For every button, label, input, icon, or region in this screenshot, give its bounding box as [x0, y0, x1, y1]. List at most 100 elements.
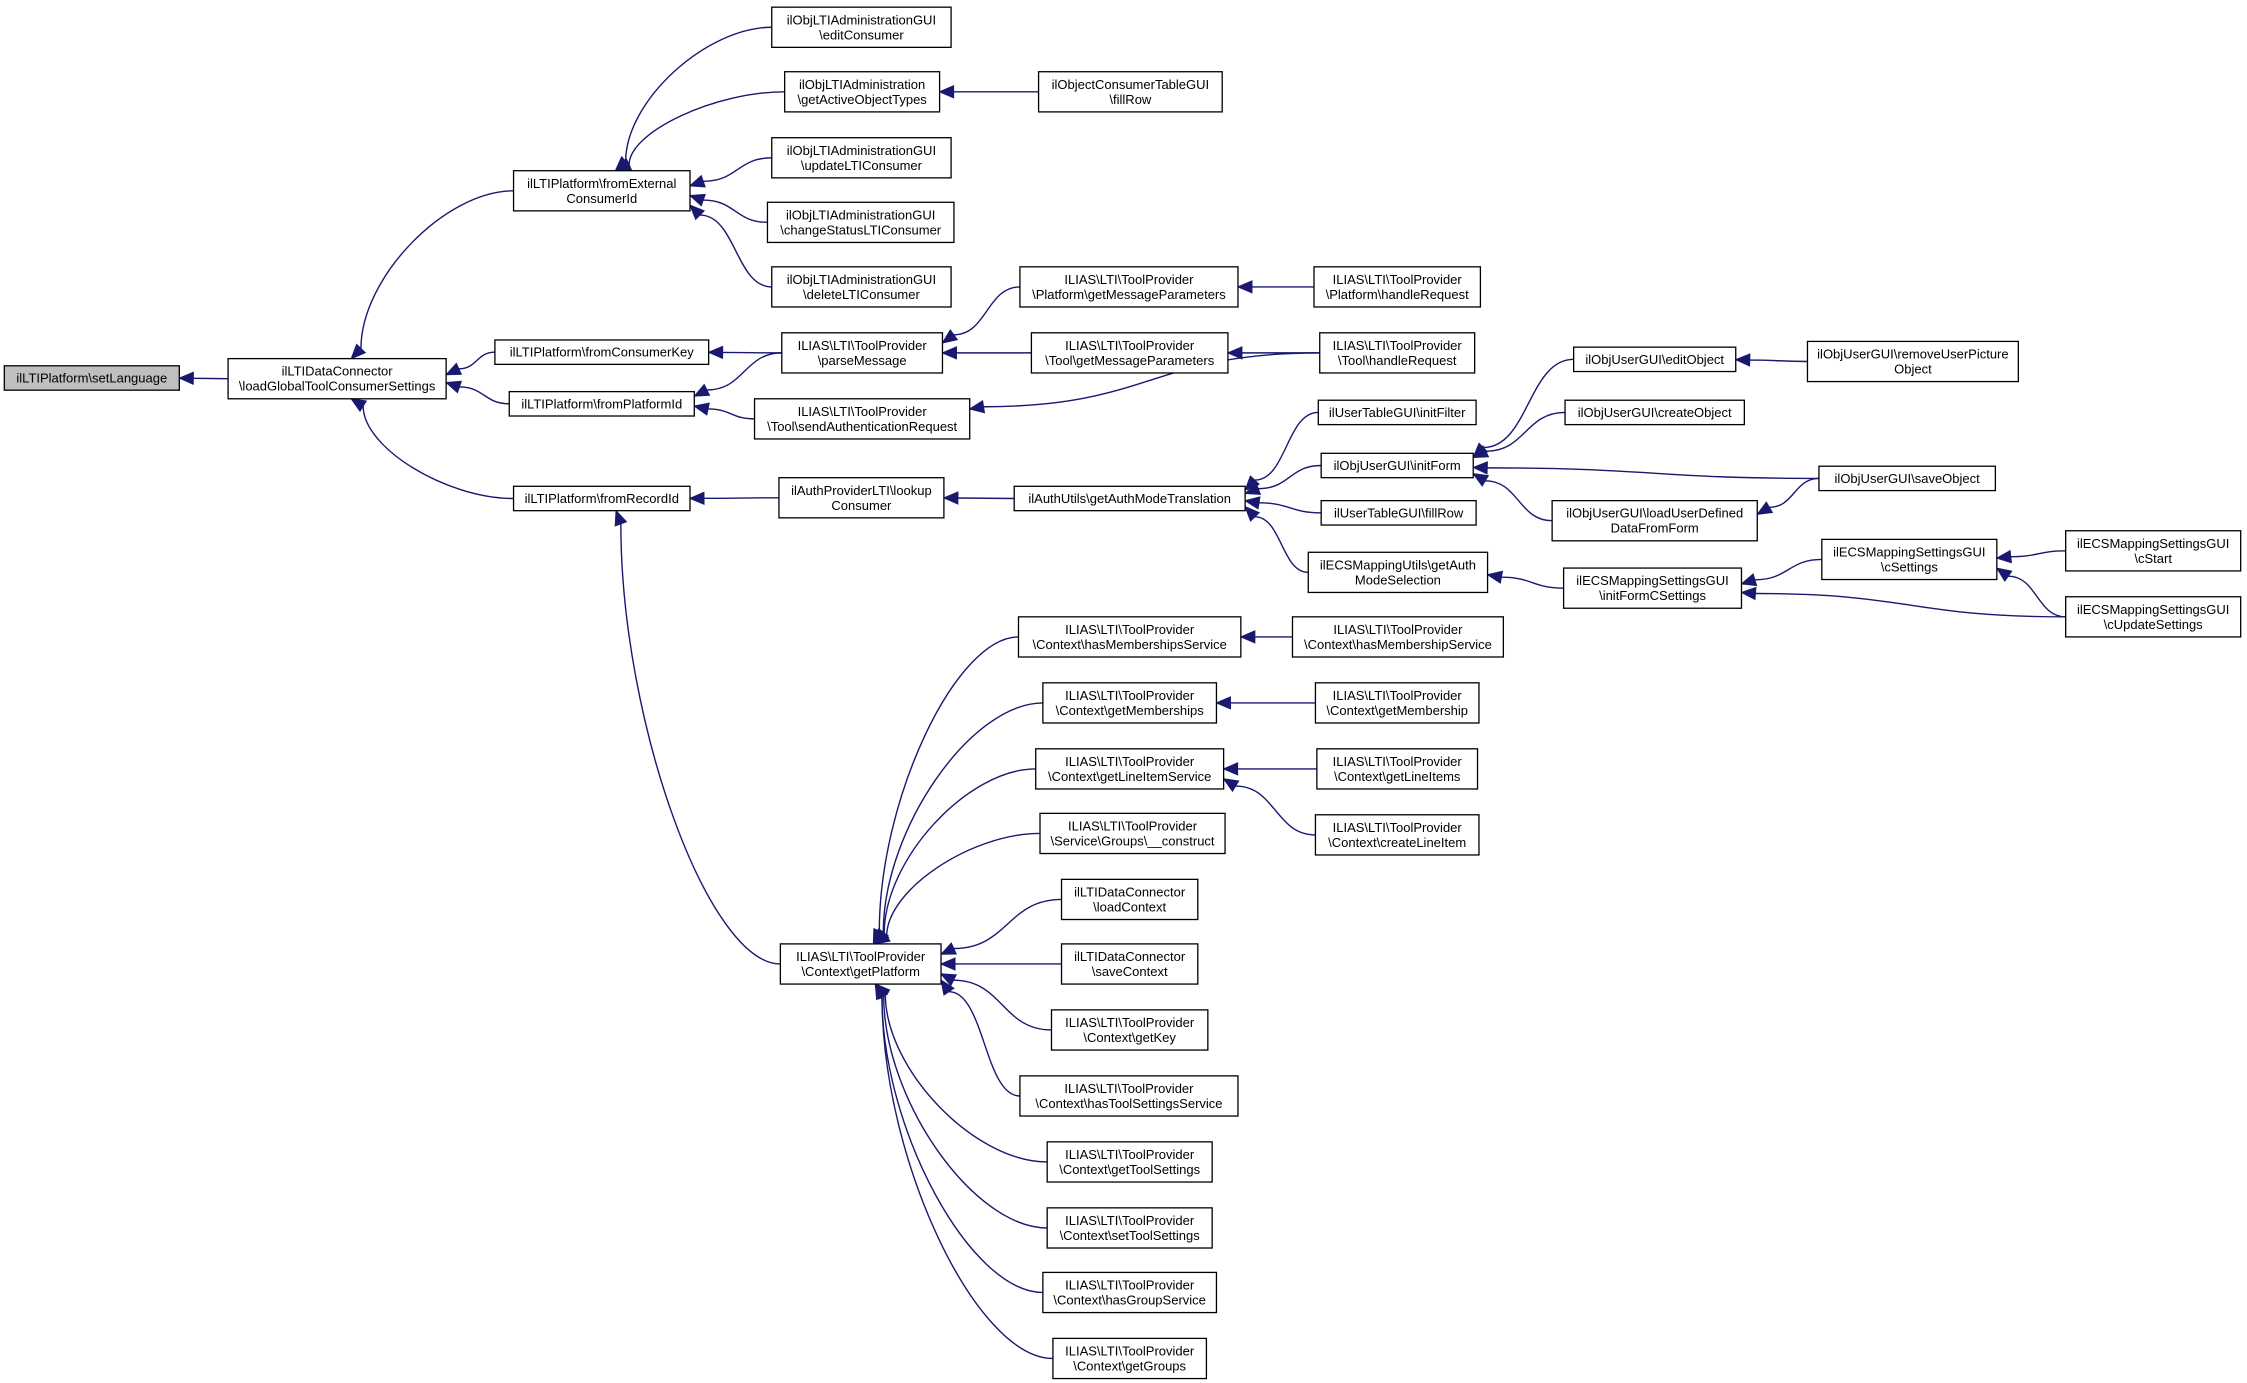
node-fromRecordId[interactable]: ilLTIPlatform\fromRecordId: [512, 485, 691, 512]
node-label: ilObjectConsumerTableGUI: [1052, 77, 1210, 92]
node-getAuthMode[interactable]: ilAuthUtils\getAuthModeTranslation: [1013, 485, 1246, 512]
node-deleteLTI[interactable]: ilObjLTIAdministrationGUI\deleteLTIConsu…: [771, 266, 952, 308]
node-box: [1320, 499, 1477, 526]
node-label: ILIAS\LTI\ToolProvider: [1333, 820, 1463, 835]
node-label: ilUserTableGUI\fillRow: [1334, 505, 1464, 520]
arrowhead-loadGlobal-to-setLanguage: [178, 371, 194, 386]
node-createObject[interactable]: ilObjUserGUI\createObject: [1564, 399, 1746, 426]
arrowhead-saveContext-to-getPlatform: [939, 957, 956, 971]
node-label: ilLTIPlatform\fromPlatformId: [521, 396, 682, 411]
node-loadContext[interactable]: ilLTIDataConnector\loadContext: [1060, 878, 1199, 921]
node-setLanguage[interactable]: ilLTIPlatform\setLanguage: [3, 365, 180, 391]
node-hasGroupService[interactable]: ILIAS\LTI\ToolProvider\Context\hasGroupS…: [1042, 1271, 1218, 1314]
node-label: \updateLTIConsumer: [801, 158, 923, 173]
node-label: \Context\hasMembershipsService: [1032, 637, 1226, 652]
node-getLineItems[interactable]: ILIAS\LTI\ToolProvider\Context\getLineIt…: [1316, 748, 1479, 790]
node-cUpdateSettings[interactable]: ilECSMappingSettingsGUI\cUpdateSettings: [2065, 596, 2242, 638]
node-getKey[interactable]: ILIAS\LTI\ToolProvider\Context\getKey: [1050, 1009, 1209, 1051]
arrowhead-createObject-to-initForm: [1472, 445, 1490, 459]
node-label: \deleteLTIConsumer: [803, 287, 920, 302]
node-label: ILIAS\LTI\ToolProvider: [1333, 272, 1463, 287]
node-box: [1291, 616, 1505, 658]
node-box: [1039, 812, 1226, 855]
node-hasMembershipsService[interactable]: ILIAS\LTI\ToolProvider\Context\hasMember…: [1017, 616, 1242, 658]
arrowhead-hasMembershipService-to-hasMembershipsService: [1239, 630, 1256, 644]
node-box: [1314, 814, 1480, 856]
node-box: [1818, 465, 1997, 492]
node-initFilter[interactable]: ilUserTableGUI\initFilter: [1317, 399, 1477, 426]
node-label: DataFromForm: [1611, 521, 1699, 536]
arrowhead-platformGetMsg-to-parseMessage: [941, 329, 959, 344]
node-box: [781, 332, 944, 374]
arrowhead-loadContext-to-getPlatform: [939, 942, 958, 955]
node-label: ilObjUserGUI\saveObject: [1835, 471, 1981, 486]
call-edge-saveObject-to-initForm: [1487, 467, 1819, 480]
call-edge-setToolSettings-to-getPlatform: [882, 995, 1048, 1229]
node-toolHandle[interactable]: ILIAS\LTI\ToolProvider\Tool\handleReques…: [1319, 332, 1476, 374]
node-setToolSettings[interactable]: ILIAS\LTI\ToolProvider\Context\setToolSe…: [1046, 1207, 1213, 1249]
node-hasMembershipService[interactable]: ILIAS\LTI\ToolProvider\Context\hasMember…: [1291, 616, 1505, 658]
node-getGroups[interactable]: ILIAS\LTI\ToolProvider\Context\getGroups: [1052, 1337, 1208, 1380]
node-getToolSettings[interactable]: ILIAS\LTI\ToolProvider\Context\getToolSe…: [1046, 1141, 1213, 1183]
node-getPlatform[interactable]: ILIAS\LTI\ToolProvider\Context\getPlatfo…: [779, 943, 942, 985]
call-edge-cUpdateSettings-to-initFormCSettings: [1755, 592, 2066, 618]
node-platformHandle[interactable]: ILIAS\LTI\ToolProvider\Platform\handleRe…: [1313, 266, 1482, 308]
node-initFormCSettings[interactable]: ilECSMappingSettingsGUI\initFormCSetting…: [1562, 567, 1743, 609]
node-hasToolSettingsService[interactable]: ILIAS\LTI\ToolProvider\Context\hasToolSe…: [1019, 1075, 1239, 1117]
node-cStart[interactable]: ilECSMappingSettingsGUI\cStart: [2065, 530, 2242, 572]
arrowhead-getAuthMode-to-lookupConsumer: [942, 491, 959, 505]
node-editConsumer[interactable]: ilObjLTIAdministrationGUI\editConsumer: [771, 6, 952, 48]
call-edge-createObject-to-initForm: [1485, 411, 1566, 453]
node-label: ILIAS\LTI\ToolProvider: [1065, 754, 1195, 769]
node-fromConsumerKey[interactable]: ilLTIPlatform\fromConsumerKey: [494, 339, 710, 366]
node-label: \Context\getKey: [1083, 1030, 1176, 1045]
node-getLineItemService[interactable]: ILIAS\LTI\ToolProvider\Context\getLineIt…: [1035, 748, 1225, 790]
call-edge-fromExternal-to-loadGlobal: [360, 190, 514, 349]
node-platformGetMsg[interactable]: ILIAS\LTI\ToolProvider\Platform\getMessa…: [1019, 266, 1239, 308]
node-groupsConstruct[interactable]: ILIAS\LTI\ToolProvider\Service\Groups\__…: [1039, 812, 1226, 855]
call-edge-fillRowUser-to-getAuthMode: [1258, 502, 1322, 514]
call-edge-lookupConsumer-to-fromRecordId: [703, 497, 779, 499]
arrowhead-getPlatform-to-fromRecordId: [614, 509, 628, 527]
call-edge-loadContext-to-getPlatform: [953, 898, 1062, 950]
node-label: ILIAS\LTI\ToolProvider: [1065, 1015, 1195, 1030]
node-toolGetMsg[interactable]: ILIAS\LTI\ToolProvider\Tool\getMessagePa…: [1030, 332, 1229, 374]
node-updateLTIConsumer[interactable]: ilObjLTIAdministrationGUI\updateLTIConsu…: [771, 137, 952, 179]
node-loadGlobal[interactable]: ilLTIDataConnector\loadGlobalToolConsume…: [227, 357, 447, 400]
node-parseMessage[interactable]: ILIAS\LTI\ToolProvider\parseMessage: [781, 332, 944, 374]
node-getMembership[interactable]: ILIAS\LTI\ToolProvider\Context\getMember…: [1314, 682, 1480, 724]
node-label: \Platform\handleRequest: [1326, 287, 1469, 302]
node-label: \Context\getLineItems: [1334, 769, 1461, 784]
arrowhead-cSettings-to-initFormCSettings: [1740, 573, 1758, 587]
node-createLineItem[interactable]: ILIAS\LTI\ToolProvider\Context\createLin…: [1314, 814, 1480, 856]
node-initForm[interactable]: ilObjUserGUI\initForm: [1320, 452, 1474, 479]
node-cSettings[interactable]: ilECSMappingSettingsGUI\cSettings: [1821, 538, 1998, 581]
node-label: ILIAS\LTI\ToolProvider: [1065, 1277, 1195, 1292]
node-fillRowConsumer[interactable]: ilObjectConsumerTableGUI\fillRow: [1037, 71, 1223, 113]
node-getActiveObjectTypes[interactable]: ilObjLTIAdministration\getActiveObjectTy…: [784, 71, 941, 113]
node-box: [2065, 596, 2242, 638]
node-label: ilECSMappingUtils\getAuth: [1320, 557, 1476, 572]
arrowhead-platformHandle-to-platformGetMsg: [1236, 280, 1253, 294]
node-fromPlatformId[interactable]: ilLTIPlatform\fromPlatformId: [508, 390, 695, 417]
node-sendAuth[interactable]: ILIAS\LTI\ToolProvider\Tool\sendAuthenti…: [753, 398, 971, 440]
node-box: [1307, 551, 1489, 594]
node-saveContext[interactable]: ilLTIDataConnector\saveContext: [1060, 943, 1199, 985]
node-editObject[interactable]: ilObjUserGUI\editObject: [1572, 346, 1737, 373]
node-fillRowUser[interactable]: ilUserTableGUI\fillRow: [1320, 499, 1477, 526]
node-label: ilLTIPlatform\setLanguage: [16, 370, 167, 385]
call-edge-hasMembershipsService-to-getPlatform: [878, 636, 1019, 932]
node-label: ilObjUserGUI\removeUserPicture: [1817, 346, 2008, 361]
node-saveObject[interactable]: ilObjUserGUI\saveObject: [1818, 465, 1997, 492]
node-changeStatus[interactable]: ilObjLTIAdministrationGUI\changeStatusLT…: [766, 201, 955, 244]
node-box: [1046, 1141, 1213, 1183]
node-label: \cSettings: [1881, 559, 1939, 574]
call-edge-hasToolSettingsService-to-getPlatform: [948, 990, 1020, 1097]
node-getMemberships[interactable]: ILIAS\LTI\ToolProvider\Context\getMember…: [1042, 682, 1218, 724]
